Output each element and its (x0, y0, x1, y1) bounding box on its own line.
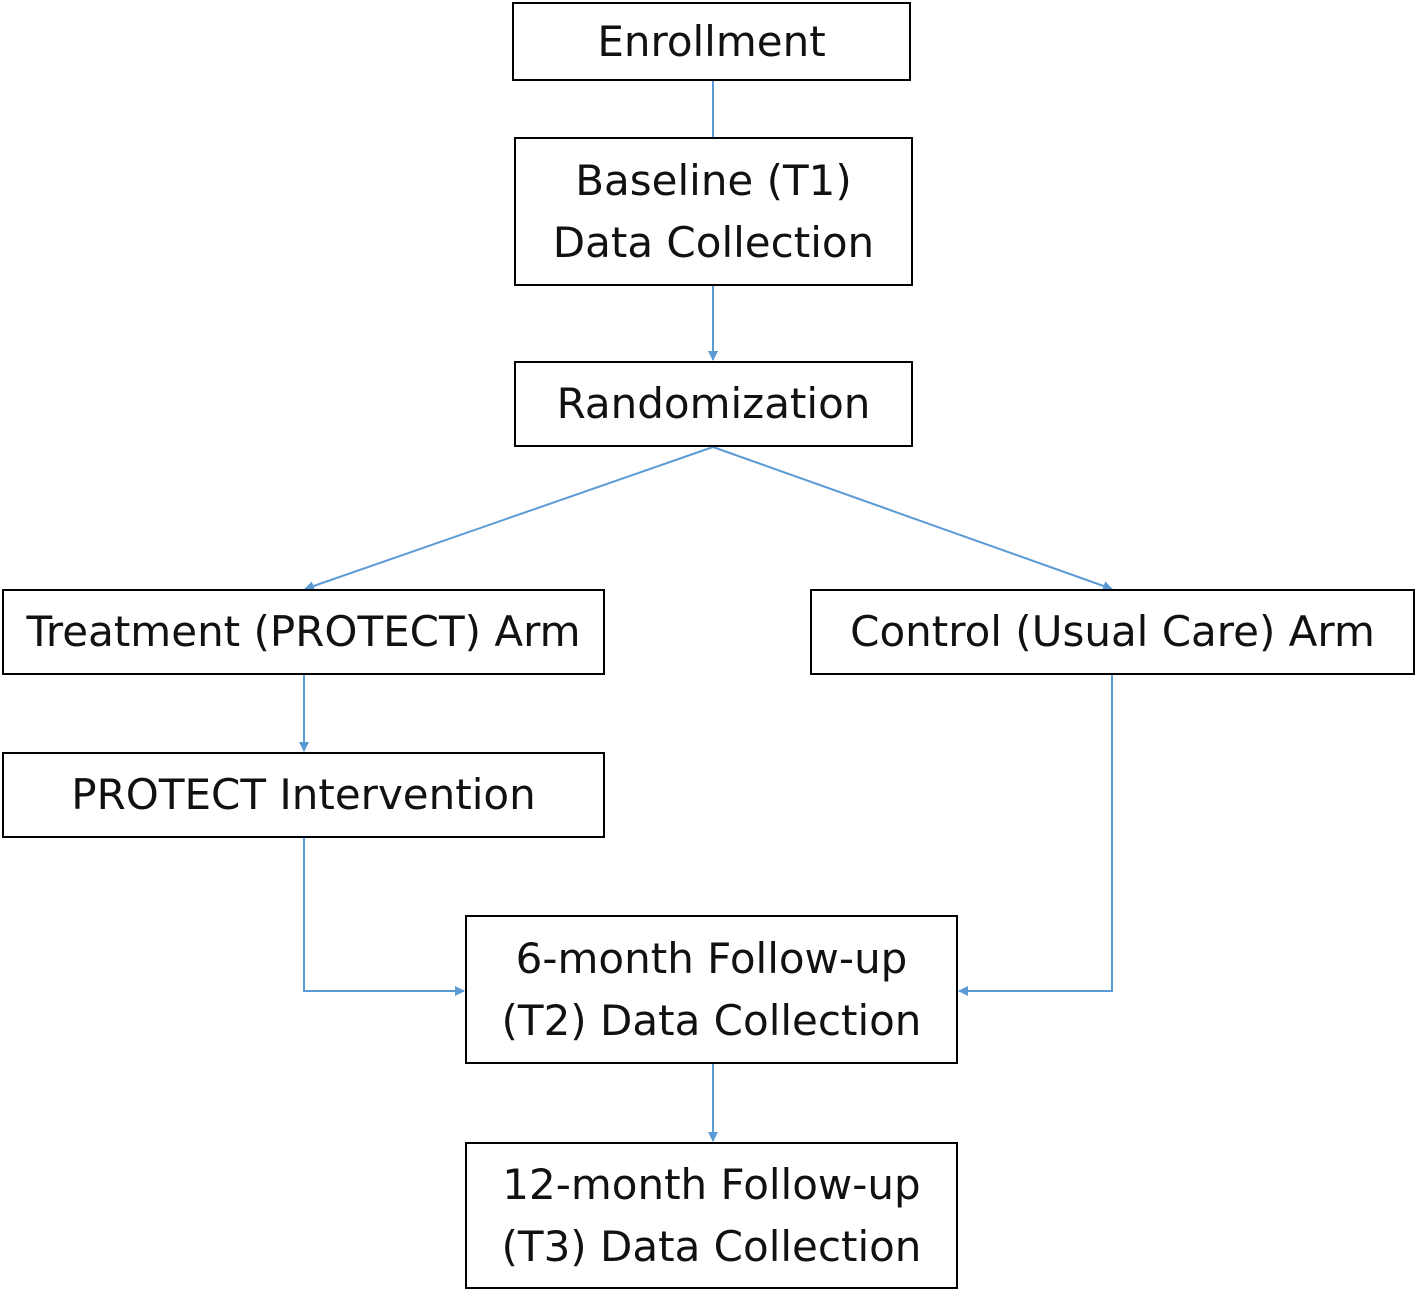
arrow-randomization-to-control (712, 446, 1113, 591)
arrow-control-to-6-month-followup (958, 674, 1113, 996)
baseline-data-collection-box: Baseline (T1) Data Collection (514, 137, 913, 286)
arrow-randomization-to-treatment (304, 446, 714, 591)
protect-intervention-box: PROTECT Intervention (2, 752, 605, 838)
control-arm-box: Control (Usual Care) Arm (810, 589, 1415, 675)
six-month-followup-box: 6-month Follow-up (T2) Data Collection (465, 915, 958, 1064)
twelve-month-followup-box: 12-month Follow-up (T3) Data Collection (465, 1142, 958, 1289)
randomization-box: Randomization (514, 361, 913, 447)
enrollment-box: Enrollment (512, 2, 911, 81)
arrow-intervention-to-6-month-followup (303, 838, 465, 996)
treatment-arm-box: Treatment (PROTECT) Arm (2, 589, 605, 675)
